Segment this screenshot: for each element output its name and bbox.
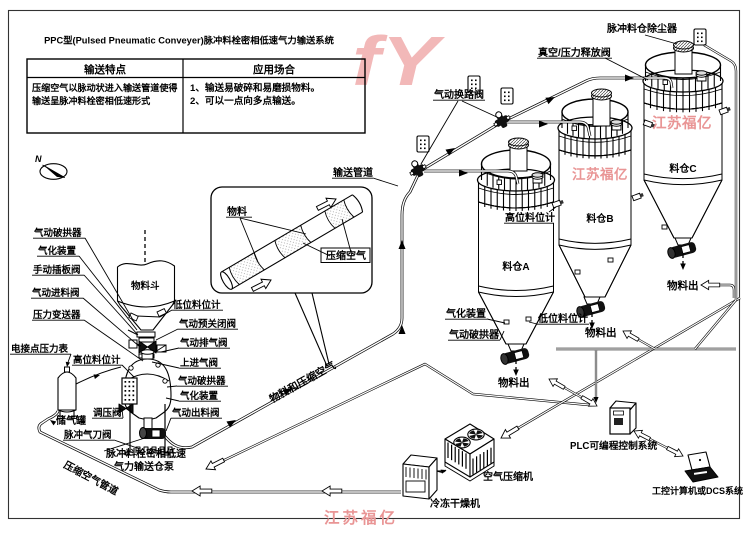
svg-text:PLC可编程控制系统: PLC可编程控制系统 — [570, 439, 657, 452]
svg-text:手动插板阀: 手动插板阀 — [33, 264, 81, 276]
svg-text:上进气阀: 上进气阀 — [180, 357, 218, 369]
svg-text:气动破拱器: 气动破拱器 — [33, 227, 82, 239]
svg-text:料仓B: 料仓B — [586, 212, 613, 225]
svg-text:气动破拱器: 气动破拱器 — [448, 328, 500, 341]
svg-text:江苏福亿: 江苏福亿 — [324, 508, 398, 527]
svg-text:低位料位计: 低位料位计 — [537, 312, 588, 325]
svg-text:脉冲气刀阀: 脉冲气刀阀 — [63, 429, 112, 441]
svg-text:脉冲料栓密相低速: 脉冲料栓密相低速 — [105, 447, 186, 460]
svg-text:气动排气阀: 气动排气阀 — [179, 337, 228, 349]
svg-text:1、输送易破碎和易磨损物料。: 1、输送易破碎和易磨损物料。 — [190, 82, 320, 94]
svg-text:冷冻干燥机: 冷冻干燥机 — [430, 497, 480, 510]
svg-text:物料: 物料 — [227, 205, 247, 218]
svg-text:料仓A: 料仓A — [502, 260, 529, 273]
svg-text:气动出料阀: 气动出料阀 — [171, 407, 220, 419]
svg-text:储气罐: 储气罐 — [55, 414, 86, 427]
svg-text:PPC型(Pulsed Pneumatic Conveyer: PPC型(Pulsed Pneumatic Conveyer)脉冲料栓密相低速气… — [44, 35, 335, 46]
svg-text:低位料位计: 低位料位计 — [172, 299, 221, 311]
svg-text:应用场合: 应用场合 — [253, 63, 295, 76]
svg-text:输送管道: 输送管道 — [333, 166, 373, 179]
svg-text:脉冲料仓除尘器: 脉冲料仓除尘器 — [606, 22, 678, 35]
svg-text:输送呈脉冲料栓密相低速形式: 输送呈脉冲料栓密相低速形式 — [32, 95, 150, 106]
svg-text:气化装置: 气化装置 — [445, 307, 486, 320]
svg-text:空气压缩机: 空气压缩机 — [483, 470, 533, 483]
svg-text:气动预关闭阀: 气动预关闭阀 — [178, 318, 236, 330]
svg-text:fY: fY — [352, 21, 445, 100]
svg-text:江苏福亿: 江苏福亿 — [652, 114, 712, 132]
svg-text:物料斗: 物料斗 — [131, 280, 160, 292]
svg-text:高位料位计: 高位料位计 — [73, 354, 121, 366]
svg-text:物料出: 物料出 — [667, 279, 699, 292]
svg-text:江苏福亿: 江苏福亿 — [572, 166, 628, 182]
svg-text:电接点压力表: 电接点压力表 — [11, 343, 69, 355]
svg-text:高位料位计: 高位料位计 — [505, 211, 555, 224]
svg-text:输送特点: 输送特点 — [84, 63, 126, 76]
svg-text:压力变送器: 压力变送器 — [33, 309, 81, 321]
svg-text:气化装置: 气化装置 — [37, 245, 77, 257]
svg-text:气动进料阀: 气动进料阀 — [31, 287, 80, 299]
svg-text:物料出: 物料出 — [498, 376, 530, 389]
svg-text:料仓C: 料仓C — [669, 162, 696, 175]
svg-text:气动换路阀: 气动换路阀 — [433, 88, 484, 101]
svg-text:工控计算机或DCS系统: 工控计算机或DCS系统 — [652, 485, 743, 496]
svg-text:气动破拱器: 气动破拱器 — [177, 375, 226, 387]
svg-text:物料出: 物料出 — [585, 326, 617, 339]
svg-text:气化装置: 气化装置 — [179, 390, 219, 402]
svg-text:压缩空气: 压缩空气 — [326, 249, 366, 262]
svg-text:压缩空气以脉动状进入输送管道使得: 压缩空气以脉动状进入输送管道使得 — [32, 82, 178, 93]
svg-text:N: N — [35, 154, 42, 164]
svg-text:真空/压力释放阀: 真空/压力释放阀 — [538, 46, 611, 59]
svg-text:气力输送仓泵: 气力输送仓泵 — [113, 460, 175, 473]
svg-text:2、可以一点向多点输送。: 2、可以一点向多点输送。 — [190, 95, 301, 107]
svg-text:调压阀: 调压阀 — [93, 407, 122, 419]
